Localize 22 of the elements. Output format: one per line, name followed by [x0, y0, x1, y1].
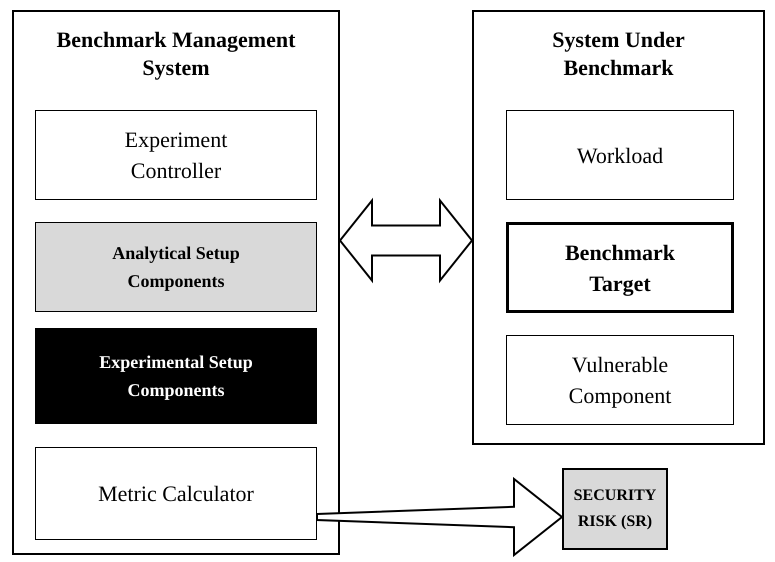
risk-box — [562, 468, 668, 550]
box-label: Workload — [576, 142, 664, 170]
block-arrow — [316, 476, 564, 558]
block-arrow — [338, 198, 474, 284]
box-label: SECURITY RISK (SR) — [572, 486, 658, 532]
box-label: Benchmark Target — [564, 238, 676, 298]
group-panel — [12, 10, 340, 555]
group-panel — [472, 10, 765, 445]
component-box — [506, 222, 734, 313]
component-box — [506, 110, 734, 200]
component-box — [35, 447, 317, 540]
component-box — [506, 335, 734, 425]
box-label: Vulnerable Component — [568, 351, 672, 410]
component-box — [35, 328, 317, 424]
box-label: Metric Calculator — [98, 480, 254, 508]
box-label: Experiment Controller — [124, 126, 228, 185]
box-label: Experimental Setup Components — [98, 351, 254, 402]
panel-title: Benchmark Management System — [56, 26, 296, 82]
component-box — [35, 222, 317, 312]
panel-title: System Under Benchmark — [551, 26, 686, 82]
component-box — [35, 110, 317, 200]
box-label: Analytical Setup Components — [111, 242, 241, 293]
